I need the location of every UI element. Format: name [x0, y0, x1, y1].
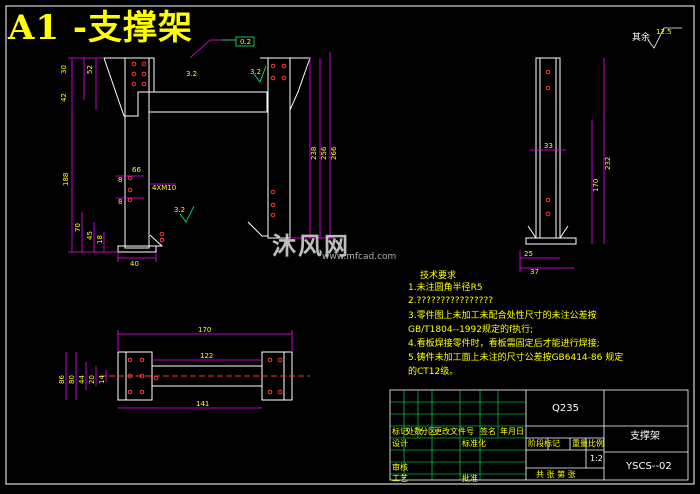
standard-label: 标准化	[462, 439, 486, 448]
dim-label: 8	[118, 198, 122, 206]
front-view	[103, 57, 311, 253]
right-column	[267, 57, 291, 239]
dim-label: 141	[196, 400, 209, 408]
side-dims	[519, 58, 605, 272]
weight-label: 重量	[572, 439, 588, 448]
top-dims	[65, 330, 293, 409]
side-foot-left	[527, 225, 537, 239]
notes-item-1: 1.未注圆角半径R5	[408, 283, 483, 293]
row-label-mark: 标记	[392, 427, 408, 436]
right-bracket-outline	[260, 57, 311, 111]
dim-label: 232	[604, 157, 612, 170]
dim-label: 8	[118, 176, 122, 184]
dim-label: 45	[86, 231, 94, 240]
dim-label: 0.2	[240, 38, 251, 46]
dim-label: 3.2	[186, 70, 197, 78]
dim-label: 188	[62, 173, 70, 186]
right-foot	[247, 221, 268, 237]
approve-label: 批准	[462, 474, 478, 483]
dim-label: 52	[86, 65, 94, 74]
dim-label: 14	[98, 375, 106, 384]
scale-label: 比例	[588, 439, 604, 448]
sheet-border	[5, 5, 695, 485]
top-view	[100, 351, 310, 401]
dim-label: 170	[198, 326, 211, 334]
left-column	[124, 57, 150, 249]
side-foot-right	[559, 225, 569, 239]
dim-label: 37	[530, 268, 539, 276]
notes-item-2: 2.????????????????	[408, 296, 494, 306]
row-label-date: 年月日	[500, 427, 524, 436]
side-dim-labels: 33 170 232 25 37	[524, 142, 612, 276]
dim-label: 3.2	[250, 68, 261, 76]
dim-label: 170	[592, 179, 600, 192]
scale-value: 1:2	[590, 454, 603, 463]
front-annot-green	[179, 36, 267, 223]
dim-label: 256	[320, 146, 328, 160]
row-label-change: 更改文件号	[434, 427, 474, 436]
row-label-sign: 签名	[480, 427, 496, 436]
dim-label: 30	[60, 65, 68, 74]
notes-item-6: 5.铸件未加工面上未注的尺寸公差按GB6414-86 规定	[408, 353, 624, 363]
side-view	[525, 57, 577, 245]
notes-heading: 技术要求	[420, 271, 457, 281]
top-crossbar	[148, 91, 268, 113]
design-label: 设计	[392, 439, 408, 448]
front-holes	[127, 61, 287, 243]
dim-label: 40	[130, 260, 139, 268]
dim-label: 122	[200, 352, 213, 360]
dim-label: 25	[524, 250, 533, 258]
stage-label: 阶段标记	[528, 439, 560, 448]
dim-label: 86	[58, 375, 66, 384]
notes-item-5: 4.看板焊接零件时，看板需固定后才能进行焊接;	[408, 339, 600, 349]
dim-label: 4XM10	[152, 184, 176, 192]
left-base-plate	[117, 245, 157, 253]
material-label: Q235	[552, 403, 579, 414]
part-name: 支撑架	[630, 431, 660, 442]
watermark-url: www.mfcad.com	[322, 252, 397, 262]
dim-label: 33	[544, 142, 553, 150]
front-dim-labels: 0.2 3.2 3.2 30 52 42 188 70 45 18 238 25…	[60, 38, 338, 268]
title-block-left-grid	[390, 390, 526, 480]
audit-label: 审核	[392, 463, 408, 472]
dim-label: 80	[68, 375, 76, 384]
roughness-symbol	[647, 27, 682, 49]
dim-label: 70	[74, 223, 82, 232]
dim-label: 44	[78, 375, 86, 384]
top-dim-labels: 170 122 141 86 80 44 20 14	[58, 326, 213, 408]
craft-label: 工艺	[392, 474, 408, 483]
title-block-grid	[389, 389, 689, 481]
drawing-number: YSCS--02	[626, 461, 672, 472]
dim-label: 66	[132, 166, 141, 174]
row-label-zone: 分区	[420, 427, 436, 436]
top-holes	[127, 357, 283, 395]
side-holes	[545, 69, 551, 217]
drawing-title: A1 -支撑架	[8, 8, 193, 48]
notes-item-3: 3.零件图上未加工未配合处性尺寸的未注公差按	[408, 311, 597, 321]
left-foot	[149, 234, 164, 247]
sheet-count: 共 张 第 张	[536, 470, 576, 479]
dim-label: 266	[330, 146, 338, 160]
dim-label: 18	[96, 235, 104, 244]
dim-label: 42	[60, 93, 68, 102]
front-dims	[68, 39, 334, 262]
dim-label: 238	[310, 147, 318, 160]
notes-item-7: 的CT12级。	[408, 367, 459, 377]
row-label-count: 处数	[406, 427, 422, 436]
roughness-label: 其余	[632, 33, 651, 43]
left-bracket-outline	[103, 57, 155, 117]
notes-item-4: GB/T1804--1992规定的f执行;	[408, 325, 534, 335]
roughness-value: 12.5	[656, 28, 672, 36]
watermark-logo: 沐风网	[272, 232, 350, 260]
side-base	[525, 237, 577, 245]
dim-label: 3.2	[174, 206, 185, 214]
dim-label: 20	[88, 375, 96, 384]
